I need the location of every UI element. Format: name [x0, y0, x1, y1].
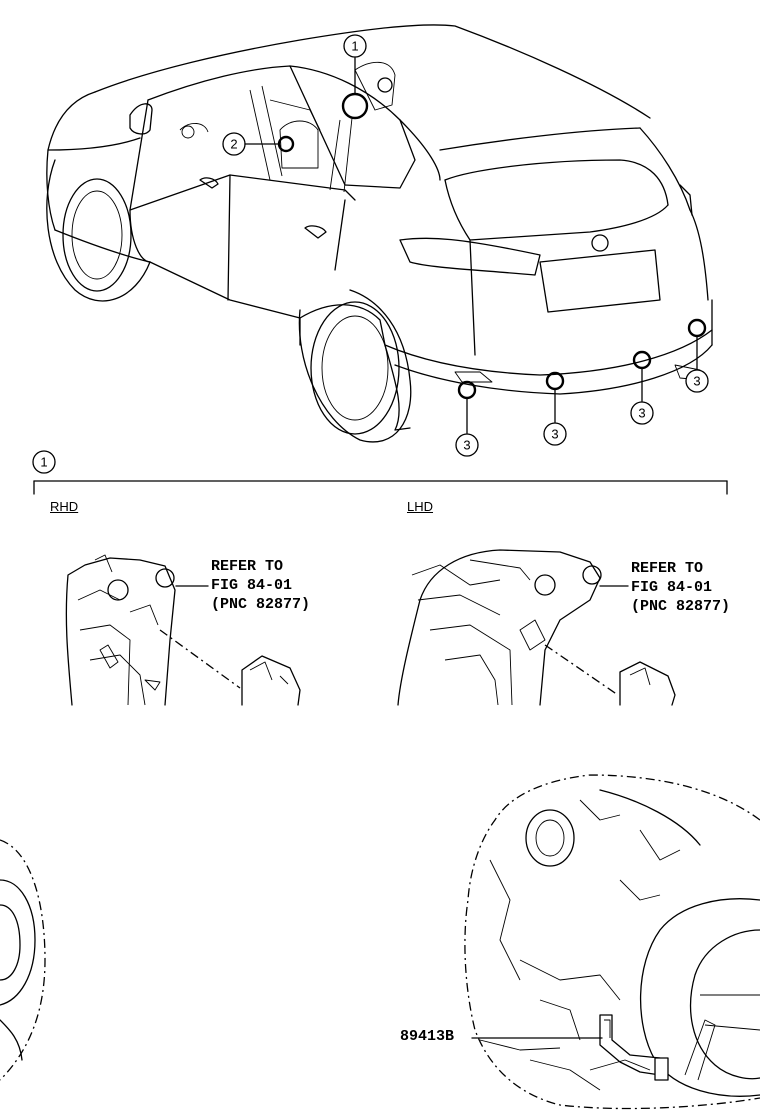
- svg-text:3: 3: [551, 427, 558, 442]
- lhd-refer-line1: REFER TO: [631, 560, 704, 577]
- lhd-refer-line3: (PNC 82877): [631, 598, 731, 615]
- svg-text:3: 3: [463, 438, 470, 453]
- callout-2[interactable]: 2: [222, 132, 295, 156]
- rhd-refer-line3: (PNC 82877): [211, 596, 311, 613]
- lhd-refer-note[interactable]: REFER TO FIG 84-01 (PNC 82877): [631, 559, 730, 616]
- rear-wheel: [298, 289, 412, 443]
- callout-1-vehicle[interactable]: 1: [341, 34, 369, 120]
- lhd-refer-line2: FIG 84-01: [631, 579, 713, 596]
- rhd-refer-line1: REFER TO: [211, 558, 284, 575]
- svg-text:2: 2: [230, 137, 237, 152]
- svg-text:1: 1: [351, 39, 358, 54]
- svg-text:1: 1: [40, 455, 47, 470]
- callout-3-sensor-2[interactable]: 3: [543, 371, 567, 446]
- svg-text:3: 3: [638, 406, 645, 421]
- lhd-label: LHD: [407, 499, 434, 514]
- front-wheel: [46, 159, 151, 302]
- left-transmission-partial: [0, 839, 46, 1081]
- rhd-refer-line2: FIG 84-01: [211, 577, 293, 594]
- speed-sensor-89413B[interactable]: [471, 1014, 669, 1081]
- svg-text:3: 3: [693, 374, 700, 389]
- callout-3-sensor-4[interactable]: 3: [685, 318, 709, 393]
- rhd-label: RHD: [50, 499, 79, 514]
- callout-3-sensor-3[interactable]: 3: [630, 350, 654, 425]
- vehicle-outline: [46, 24, 713, 395]
- part-number-label[interactable]: 89413B: [400, 1028, 455, 1045]
- section-1-bracket: 1: [32, 450, 728, 495]
- transmission-assembly: [464, 774, 760, 1110]
- callout-3-sensor-1[interactable]: 3: [455, 380, 479, 457]
- lhd-mirror-detail: [397, 549, 676, 706]
- rhd-mirror-detail: [65, 554, 301, 706]
- rhd-refer-note[interactable]: REFER TO FIG 84-01 (PNC 82877): [211, 557, 310, 614]
